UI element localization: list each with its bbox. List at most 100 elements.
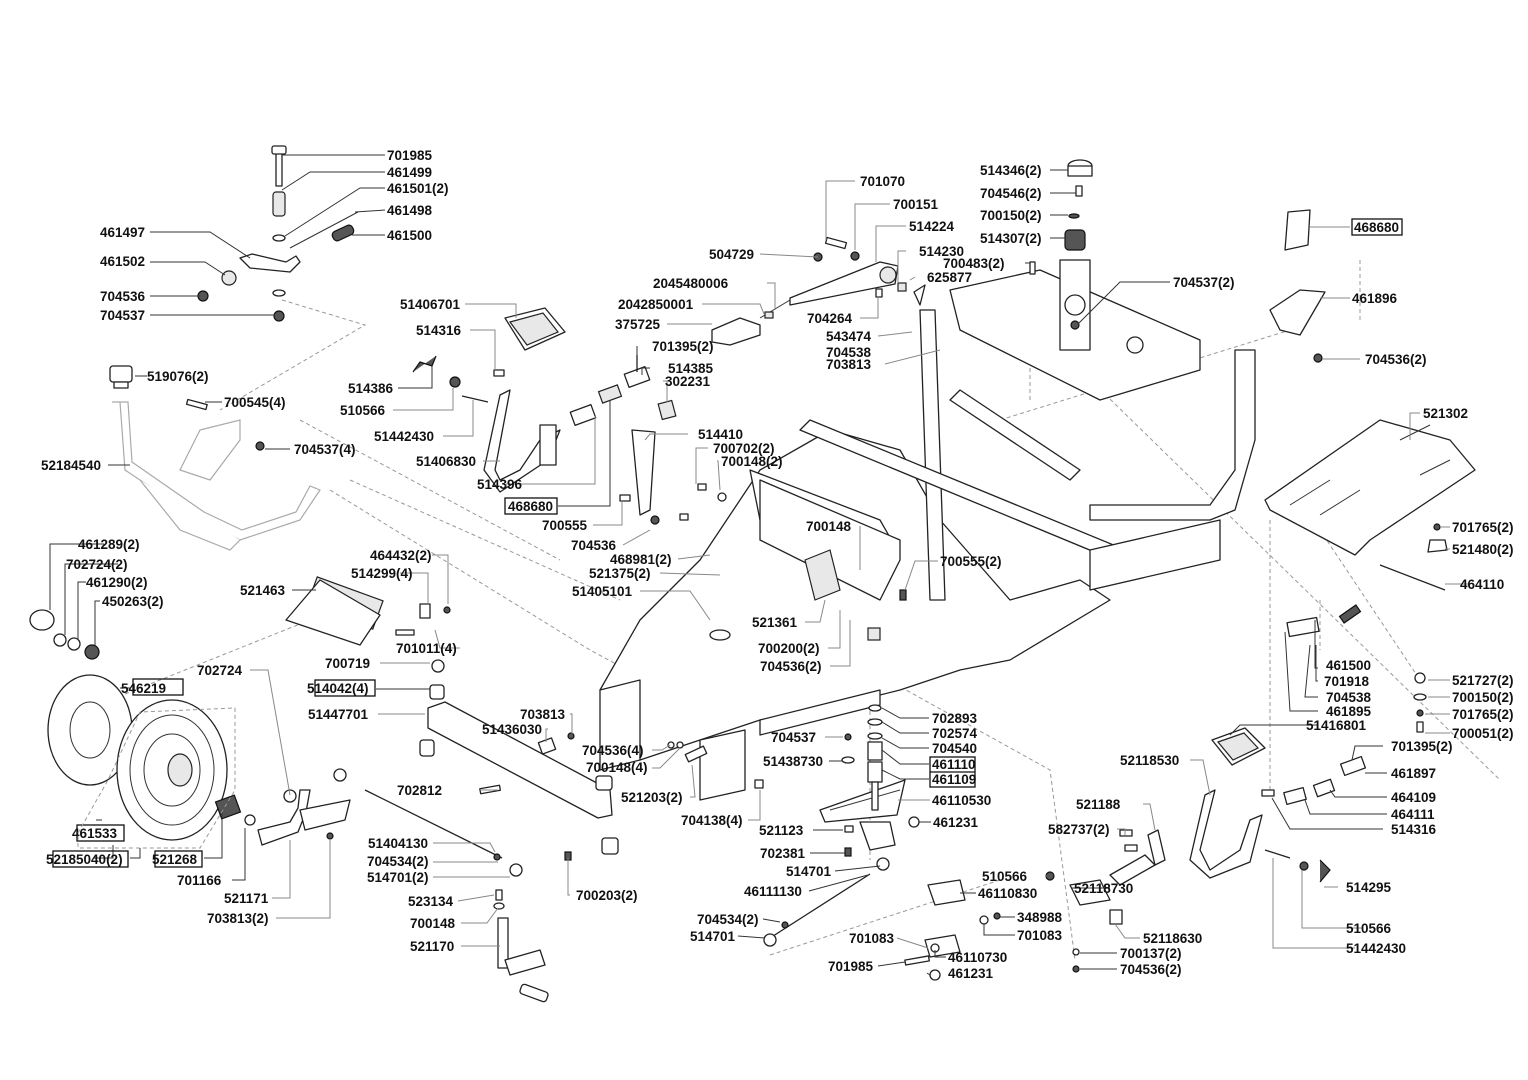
part-callout: 704538: [826, 345, 872, 360]
part-callout: 704534(2): [697, 912, 759, 927]
part-callout: 52118530: [1120, 753, 1179, 768]
part-callout: 461502: [100, 254, 145, 269]
callout-box: [154, 850, 203, 868]
left-brake-pedal: [412, 307, 677, 493]
part-callout: 701765(2): [1452, 520, 1514, 535]
part-callout: 521170: [410, 939, 454, 954]
part-callout: 514224: [909, 219, 955, 234]
part-callout: 464432(2): [370, 548, 432, 563]
front-axle: [285, 576, 619, 855]
part-callout: 700555(2): [940, 554, 1002, 569]
part-callout: 702724: [197, 663, 243, 678]
part-callout: 521188: [1076, 797, 1121, 812]
part-callout: 701083: [1017, 928, 1063, 943]
part-callout: 51406701: [400, 297, 461, 312]
part-callout: 704264: [807, 311, 853, 326]
part-callout: 701083: [849, 931, 895, 946]
switch-bracket-right: [1269, 209, 1326, 363]
leader-lines: [49, 154, 1470, 976]
part-callout: 2042850001: [618, 297, 694, 312]
part-callout: 375725: [615, 317, 661, 332]
steering-sector: [819, 704, 1123, 981]
main-frame: [599, 259, 1256, 801]
part-callout: 700555: [542, 518, 588, 533]
part-callout: 461895: [1326, 704, 1372, 719]
part-callout: 468981(2): [610, 552, 672, 567]
part-callout: 514396: [477, 477, 523, 492]
part-callout: 700150(2): [980, 208, 1042, 223]
part-callout: 704537(4): [294, 442, 356, 457]
left-spindle: [493, 889, 549, 1003]
callout-labels: 701985 461499 461501(2) 461498 461497 46…: [41, 148, 1514, 981]
part-callout: 514701: [690, 929, 736, 944]
part-callout: 51436030: [482, 722, 542, 737]
part-callout: 461289(2): [78, 537, 140, 552]
part-callout: 521123: [759, 823, 804, 838]
part-callout: 700148: [410, 916, 456, 931]
part-callout: 701070: [860, 174, 905, 189]
part-callout: 702574: [932, 726, 978, 741]
part-callout: 450263(2): [102, 594, 164, 609]
part-callout: 700545(4): [224, 395, 286, 410]
part-callout: 514230: [919, 244, 964, 259]
part-callout: 702812: [397, 783, 442, 798]
part-callout: 461499: [387, 165, 432, 180]
part-callout: 701011(4): [396, 641, 457, 656]
part-callout: 46110730: [948, 950, 1007, 965]
part-callout: 521480(2): [1452, 542, 1514, 557]
part-callout: 703813: [520, 707, 566, 722]
part-callout: 51438730: [763, 754, 823, 769]
part-callout: 510566: [340, 403, 386, 418]
part-callout: 700137(2): [1120, 946, 1182, 961]
part-callout: 546219: [121, 681, 166, 696]
part-callout: 519076(2): [147, 369, 209, 384]
part-callout: 523134: [408, 894, 454, 909]
part-callout: 51416801: [1306, 718, 1367, 733]
part-callout: 521375(2): [589, 566, 651, 581]
part-callout: 700719: [325, 656, 370, 671]
part-callout: 704537(2): [1173, 275, 1235, 290]
part-callout: 2045480006: [653, 276, 729, 291]
part-callout: 701985: [828, 959, 874, 974]
part-callout: 521727(2): [1452, 673, 1514, 688]
part-callout: 521203(2): [621, 790, 683, 805]
frame-hardware: [619, 429, 1275, 886]
part-callout: 464111: [1391, 807, 1435, 822]
part-callout: 514701: [786, 864, 832, 879]
tie-rods: [333, 768, 890, 947]
part-callout: 461498: [387, 203, 433, 218]
part-callout: 461501(2): [387, 181, 449, 196]
part-callout: 704138(4): [681, 813, 743, 828]
part-callout: 464109: [1391, 790, 1436, 805]
part-callout: 701395(2): [652, 339, 714, 354]
part-callout: 521463: [240, 583, 286, 598]
part-callout: 704536: [571, 538, 617, 553]
part-callout: 514307(2): [980, 231, 1042, 246]
part-callout: 700148(2): [721, 454, 783, 469]
part-callout: 461231: [948, 966, 994, 981]
part-callout: 521361: [752, 615, 798, 630]
part-callout: 514299(4): [351, 566, 413, 581]
part-callout: 461109: [932, 772, 976, 787]
seat-plate: [1264, 419, 1476, 591]
callout-box: [504, 497, 558, 515]
part-callout: 704537: [771, 730, 816, 745]
part-callout: 625877: [927, 270, 972, 285]
part-callout: 700148: [806, 519, 852, 534]
part-callout: 701166: [177, 873, 222, 888]
part-callout: 700200(2): [758, 641, 820, 656]
part-callout: 461533: [72, 826, 118, 841]
part-callout: 464110: [1460, 577, 1504, 592]
part-callout: 52184540: [41, 458, 101, 473]
part-callout: 702381: [760, 846, 806, 861]
part-callout: 468680: [508, 499, 553, 514]
part-callout: 46110830: [978, 886, 1037, 901]
part-callout: 46111130: [744, 884, 802, 899]
part-callout: 700702(2): [713, 441, 775, 456]
part-callout: 701765(2): [1452, 707, 1514, 722]
part-callout: 702724(2): [66, 557, 128, 572]
part-callout: 700148(4): [586, 760, 648, 775]
part-callout: 461290(2): [86, 575, 148, 590]
part-callout: 514316: [416, 323, 462, 338]
part-callout: 704546(2): [980, 186, 1042, 201]
